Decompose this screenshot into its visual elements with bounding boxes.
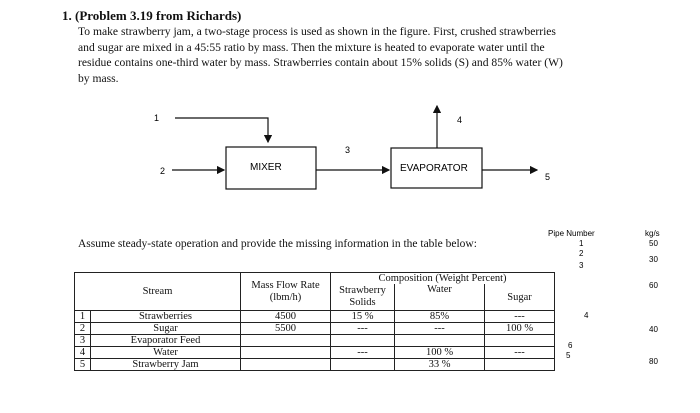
- row-water: 33 %: [394, 358, 485, 371]
- row-flow: [240, 358, 331, 371]
- mixer-box: [225, 146, 317, 190]
- kgs-value: 30: [649, 255, 658, 264]
- stream-3-number: 3: [345, 145, 350, 155]
- row-flow: 5500: [240, 322, 331, 335]
- table-row: 2 Sugar 5500 --- --- 100 %: [74, 322, 555, 335]
- table-row: 5 Strawberry Jam 33 %: [74, 358, 555, 371]
- header-water: Water: [394, 284, 485, 311]
- row-stream: Strawberries: [90, 310, 241, 323]
- row-stream: Strawberry Jam: [90, 358, 241, 371]
- evaporator-box: [390, 147, 483, 189]
- evaporator-label: EVAPORATOR: [400, 163, 468, 174]
- instructions-text: Assume steady-state operation and provid…: [78, 238, 477, 250]
- pipe-number: 2: [579, 249, 584, 258]
- table-row: 3 Evaporator Feed: [74, 334, 555, 347]
- pipe-number: 5: [566, 351, 571, 360]
- pipe-number: 6: [568, 341, 573, 350]
- table-header-top: Stream Mass Flow Rate (lbm/h) Compositio…: [74, 272, 555, 311]
- row-water: ---: [394, 322, 485, 335]
- row-stream: Evaporator Feed: [90, 334, 241, 347]
- stream-5-number: 5: [545, 172, 550, 182]
- problem-statement: To make strawberry jam, a two-stage proc…: [78, 24, 618, 86]
- kgs-value: 80: [649, 357, 658, 366]
- table-row: 4 Water --- 100 % ---: [74, 346, 555, 359]
- statement-line: residue contains one-third water by mass…: [78, 56, 563, 69]
- stream-1-line: [175, 117, 273, 144]
- stream-table: Stream Mass Flow Rate (lbm/h) Compositio…: [74, 272, 555, 371]
- header-mass-flow: Mass Flow Rate (lbm/h): [240, 272, 331, 311]
- row-solids: [330, 334, 395, 347]
- statement-line: To make strawberry jam, a two-stage proc…: [78, 25, 556, 38]
- row-water: [394, 334, 485, 347]
- row-sugar: [484, 358, 555, 371]
- stream-1-number: 1: [154, 113, 159, 123]
- table-row: 1 Strawberries 4500 15 % 85% ---: [74, 310, 555, 323]
- row-stream: Water: [90, 346, 241, 359]
- row-solids: 15 %: [330, 310, 395, 323]
- pipe-number: 4: [584, 311, 589, 320]
- stream-4-number: 4: [457, 115, 462, 125]
- mixer-label: MIXER: [250, 162, 282, 173]
- header-composition: Composition (Weight Percent): [330, 272, 555, 284]
- row-number: 4: [74, 346, 91, 359]
- row-sugar: ---: [484, 346, 555, 359]
- pipe-number-header: Pipe Number: [548, 229, 595, 238]
- header-sugar: Sugar: [484, 284, 555, 311]
- row-solids: [330, 358, 395, 371]
- row-water: 85%: [394, 310, 485, 323]
- row-number: 5: [74, 358, 91, 371]
- row-stream: Sugar: [90, 322, 241, 335]
- row-flow: 4500: [240, 310, 331, 323]
- row-solids: ---: [330, 346, 395, 359]
- row-flow: [240, 346, 331, 359]
- problem-title: 1. (Problem 3.19 from Richards): [62, 8, 242, 23]
- kgs-header: kg/s: [645, 229, 660, 238]
- kgs-value: 50: [649, 239, 658, 248]
- header-solids: Strawberry Solids: [330, 284, 395, 311]
- statement-line: by mass.: [78, 71, 119, 85]
- row-number: 3: [74, 334, 91, 347]
- stream-2-number: 2: [160, 166, 165, 176]
- row-water: 100 %: [394, 346, 485, 359]
- row-flow: [240, 334, 331, 347]
- header-stream: Stream: [74, 272, 241, 311]
- kgs-value: 60: [649, 281, 658, 290]
- row-sugar: ---: [484, 310, 555, 323]
- statement-line: and sugar are mixed in a 45:55 ratio by …: [78, 40, 545, 54]
- table-header-sub: Strawberry Solids Water Sugar: [75, 284, 555, 311]
- kgs-value: 40: [649, 325, 658, 334]
- row-number: 1: [74, 310, 91, 323]
- row-sugar: [484, 334, 555, 347]
- pipe-number: 3: [579, 261, 584, 270]
- pipe-number: 1: [579, 239, 584, 248]
- row-number: 2: [74, 322, 91, 335]
- row-solids: ---: [330, 322, 395, 335]
- row-sugar: 100 %: [484, 322, 555, 335]
